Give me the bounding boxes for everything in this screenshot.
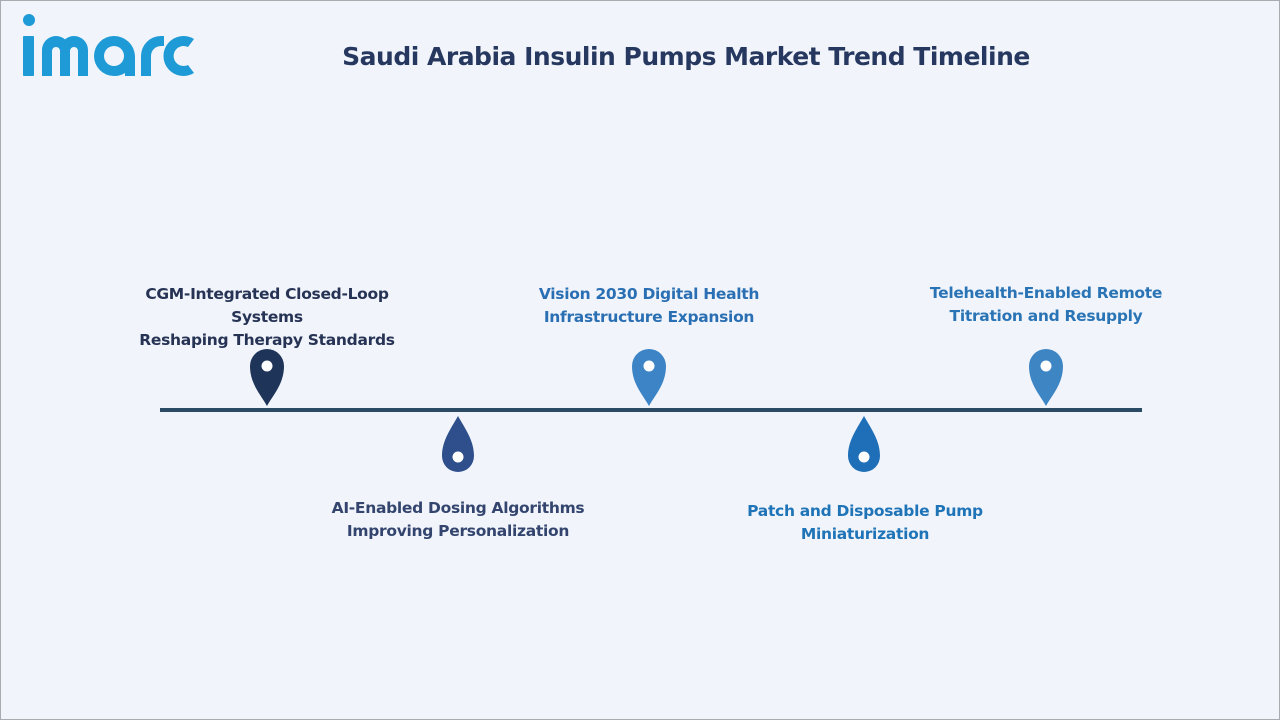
droplet-icon bbox=[442, 416, 474, 472]
milestone-label-telehealth: Telehealth-Enabled Remote Titration and … bbox=[886, 282, 1206, 328]
droplet-icon bbox=[848, 416, 880, 472]
imarc-logo: imarc bbox=[23, 14, 194, 77]
milestone-label-line: CGM-Integrated Closed-Loop Systems bbox=[145, 285, 389, 326]
map-pin-icon bbox=[632, 349, 666, 406]
milestone-label-line: Titration and Resupply bbox=[949, 307, 1143, 325]
milestone-label-line: Patch and Disposable Pump bbox=[747, 502, 983, 520]
milestone-label-ai-dosing: AI-Enabled Dosing Algorithms Improving P… bbox=[298, 497, 618, 543]
map-pin-icon bbox=[250, 349, 284, 406]
milestone-label-line: Reshaping Therapy Standards bbox=[139, 331, 395, 349]
milestone-label-line: AI-Enabled Dosing Algorithms bbox=[331, 499, 585, 517]
milestone-label-line: Telehealth-Enabled Remote bbox=[929, 284, 1163, 302]
milestone-label-vision-2030: Vision 2030 Digital Health Infrastructur… bbox=[489, 283, 809, 329]
milestone-label-line: Improving Personalization bbox=[346, 522, 570, 540]
milestone-label-line: Miniaturization bbox=[800, 525, 930, 543]
milestone-label-line: Vision 2030 Digital Health bbox=[538, 285, 760, 303]
milestone-label-cgm: CGM-Integrated Closed-Loop Systems Resha… bbox=[107, 283, 427, 352]
page-title: Saudi Arabia Insulin Pumps Market Trend … bbox=[342, 42, 1030, 71]
milestone-label-line: Infrastructure Expansion bbox=[543, 308, 755, 326]
milestone-label-patch-pump: Patch and Disposable Pump Miniaturizatio… bbox=[705, 500, 1025, 546]
map-pin-icon bbox=[1029, 349, 1063, 406]
